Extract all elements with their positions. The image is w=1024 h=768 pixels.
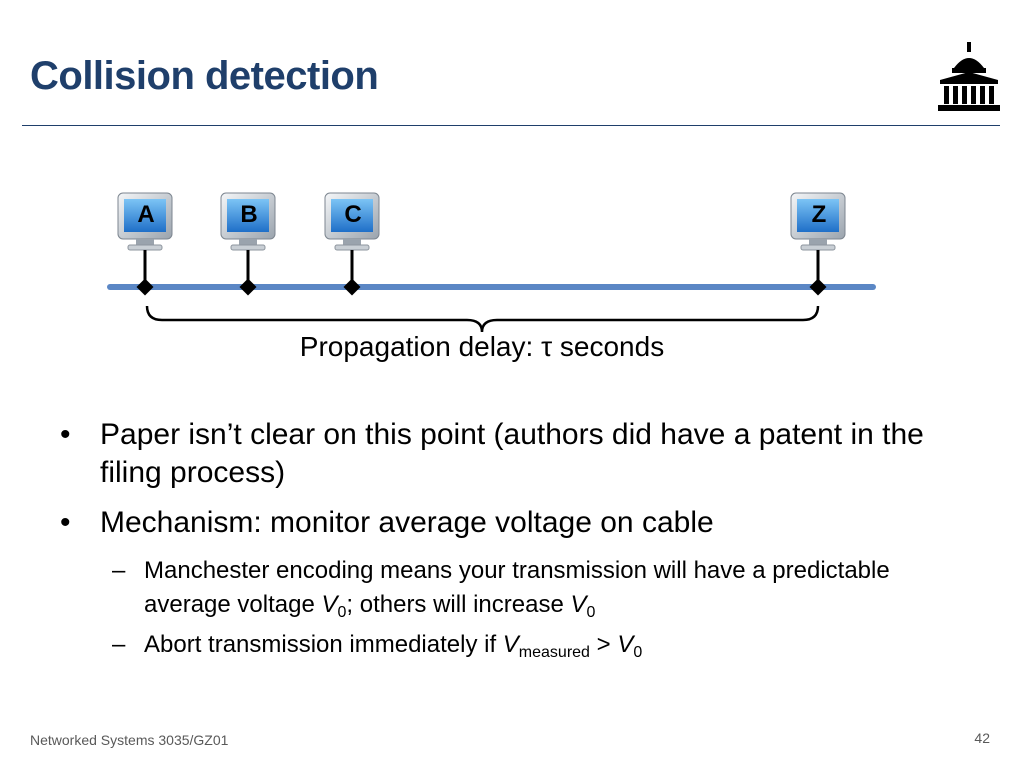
footer-course: Networked Systems 3035/GZ01 xyxy=(30,732,229,748)
bullet-marker: • xyxy=(60,506,71,539)
variable: V xyxy=(502,631,519,658)
bullet-list: • Paper isn’t clear on this point (autho… xyxy=(60,416,980,668)
bullet-text-mechanism: Mechanism: monitor average voltage on ca… xyxy=(100,506,714,539)
text-run: Manchester encoding means your transmiss… xyxy=(144,557,890,618)
sub-bullet-item: – Abort transmission immediately if Vmea… xyxy=(60,628,980,662)
variable: V xyxy=(617,631,634,658)
variable: V xyxy=(570,591,587,618)
variable: V xyxy=(321,591,338,618)
span-brace xyxy=(145,305,820,333)
sub-bullet-marker: – xyxy=(112,631,126,658)
propagation-delay-label: Propagation delay: τ seconds xyxy=(299,331,665,362)
subscript: measured xyxy=(518,644,590,661)
sub-bullet-text-abort: Abort transmission immediately if Vmeasu… xyxy=(144,628,980,662)
sub-bullet-text-manchester: Manchester encoding means your transmiss… xyxy=(144,554,980,622)
node-label-z: Z xyxy=(811,201,827,228)
subscript: 0 xyxy=(586,604,596,621)
bullet-item: • Mechanism: monitor average voltage on … xyxy=(60,504,980,542)
node-label-c: C xyxy=(344,201,362,228)
bullet-item: • Paper isn’t clear on this point (autho… xyxy=(60,416,980,492)
text-run: ; others will increase xyxy=(346,591,571,618)
text-run: Abort transmission immediately if xyxy=(144,631,503,658)
monitor-a-icon xyxy=(117,192,173,296)
bullet-text-paper: Paper isn’t clear on this point (authors… xyxy=(100,418,924,489)
slide-title: Collision detection xyxy=(30,54,379,98)
node-label-b: B xyxy=(240,201,258,228)
bullet-marker: • xyxy=(60,418,71,451)
text-run: > xyxy=(589,631,618,658)
title-divider xyxy=(22,125,1000,126)
subscript: 0 xyxy=(633,644,643,661)
sub-bullet-item: – Manchester encoding means your transmi… xyxy=(60,554,980,622)
page-number: 42 xyxy=(974,730,990,746)
node-label-a: A xyxy=(137,201,155,228)
university-logo-icon xyxy=(938,42,1000,111)
monitor-z-icon xyxy=(790,192,846,296)
monitor-b-icon xyxy=(220,192,276,296)
subscript: 0 xyxy=(337,604,347,621)
monitor-c-icon xyxy=(324,192,380,296)
sub-bullet-marker: – xyxy=(112,557,126,584)
